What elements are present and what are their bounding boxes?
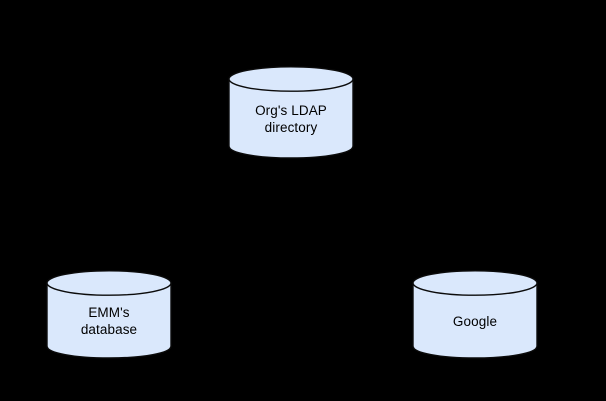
cylinder-shape-icon [412, 270, 538, 359]
node-google[interactable]: Google [412, 270, 538, 359]
node-emm-database[interactable]: EMM's database [46, 270, 172, 359]
node-ldap-directory[interactable]: Org's LDAP directory [228, 66, 354, 159]
cylinder-shape-icon [46, 270, 172, 359]
cylinder-shape-icon [228, 66, 354, 159]
